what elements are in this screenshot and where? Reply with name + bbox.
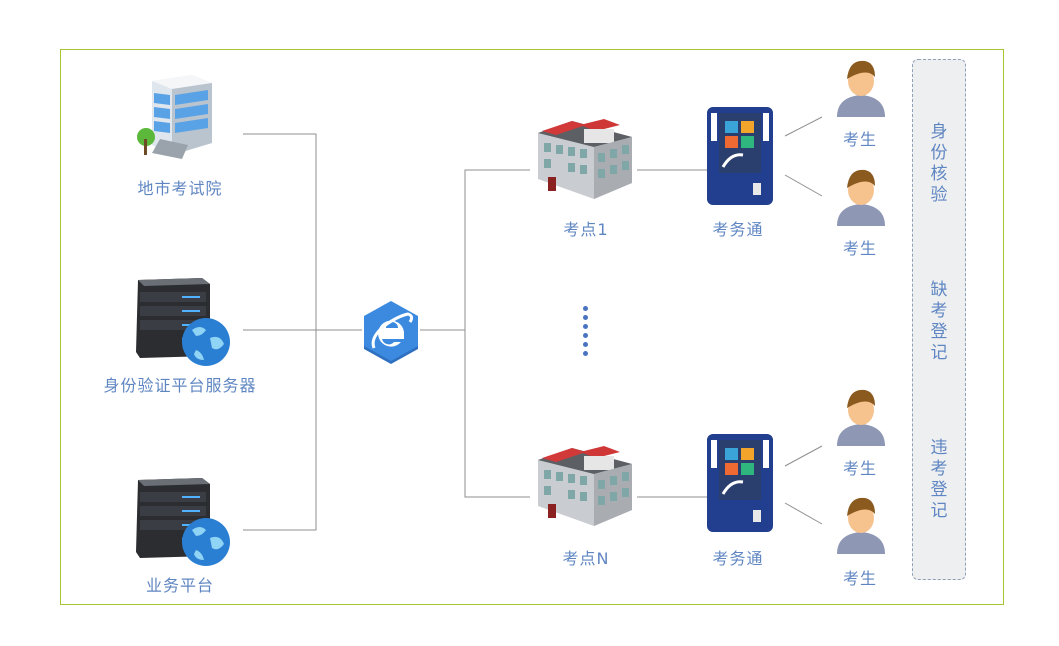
exam-site-n-label: 考点N xyxy=(562,549,610,568)
connector-business-platform xyxy=(243,330,317,531)
connector-terminalN-student1 xyxy=(784,445,823,467)
terminal-n-label: 考务通 xyxy=(712,549,764,568)
student-label: 考生 xyxy=(842,239,878,258)
server-globe-icon xyxy=(136,278,230,366)
ellipsis-dot xyxy=(583,306,588,311)
student-label: 考生 xyxy=(842,459,878,478)
exam-site-building-icon xyxy=(538,119,632,199)
student-label: 考生 xyxy=(842,130,878,149)
exam-terminal-icon xyxy=(707,107,773,205)
vertical-ellipsis-icon xyxy=(583,306,589,360)
exam-site-1-label: 考点1 xyxy=(563,220,609,239)
student-avatar-icon xyxy=(837,60,885,117)
connector-terminal1-student2 xyxy=(784,174,823,197)
business-platform-label: 业务平台 xyxy=(145,576,215,595)
auth-server-label: 身份验证平台服务器 xyxy=(103,376,257,395)
student-avatar-icon xyxy=(837,497,885,554)
exam-site-building-icon xyxy=(538,446,632,526)
office-building-icon xyxy=(137,75,212,159)
exam-institute-label: 地市考试院 xyxy=(137,179,223,198)
connector-terminal1-student1 xyxy=(784,116,823,137)
function-violation-registration: 违考登记 xyxy=(930,438,948,521)
internet-explorer-icon xyxy=(364,301,418,364)
function-panel: 身份核验 缺考登记 违考登记 xyxy=(912,59,966,580)
connector-exam-institute xyxy=(243,133,317,330)
ellipsis-dot xyxy=(583,333,588,338)
terminal-1-label: 考务通 xyxy=(712,220,764,239)
student-avatar-icon xyxy=(837,169,885,226)
function-absence-registration: 缺考登记 xyxy=(930,280,948,363)
exam-terminal-icon xyxy=(707,434,773,532)
ellipsis-dot xyxy=(583,324,588,329)
connector-site-branch xyxy=(464,169,530,498)
function-identity-check: 身份核验 xyxy=(930,122,948,205)
ellipsis-dot xyxy=(583,315,588,320)
ellipsis-dot xyxy=(583,351,588,356)
diagram-frame xyxy=(60,49,1004,605)
server-globe-icon xyxy=(136,478,230,566)
connector-terminalN-student2 xyxy=(784,502,823,525)
ellipsis-dot xyxy=(583,342,588,347)
student-label: 考生 xyxy=(842,569,878,588)
student-avatar-icon xyxy=(837,389,885,446)
